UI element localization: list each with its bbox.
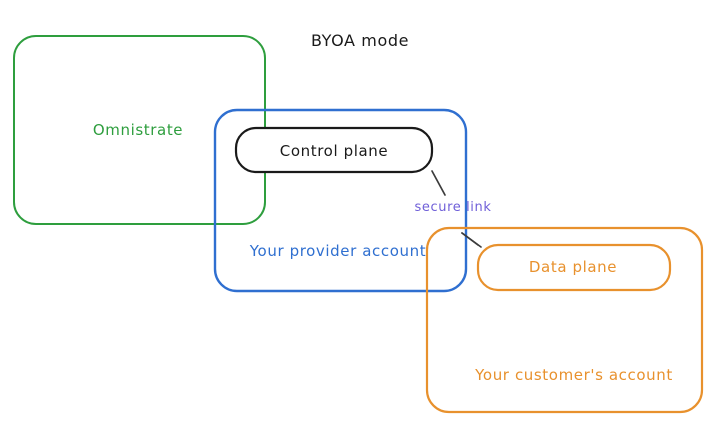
box-provider-account[interactable] [213,108,468,293]
label-secure-link: secure link [414,200,492,215]
label-customer-account: Your customer's account [475,366,673,384]
label-omnistrate: Omnistrate [92,121,184,139]
label-provider-account: Your provider account [249,242,427,260]
box-customer-account[interactable] [425,226,704,414]
diagram-title: BYOA mode [310,31,410,50]
secure-link-connector-tip [461,232,479,246]
label-data-plane: Data plane [528,258,618,276]
box-data-plane[interactable] [476,243,672,292]
label-control-plane: Control plane [279,142,389,160]
box-control-plane[interactable] [234,126,434,174]
